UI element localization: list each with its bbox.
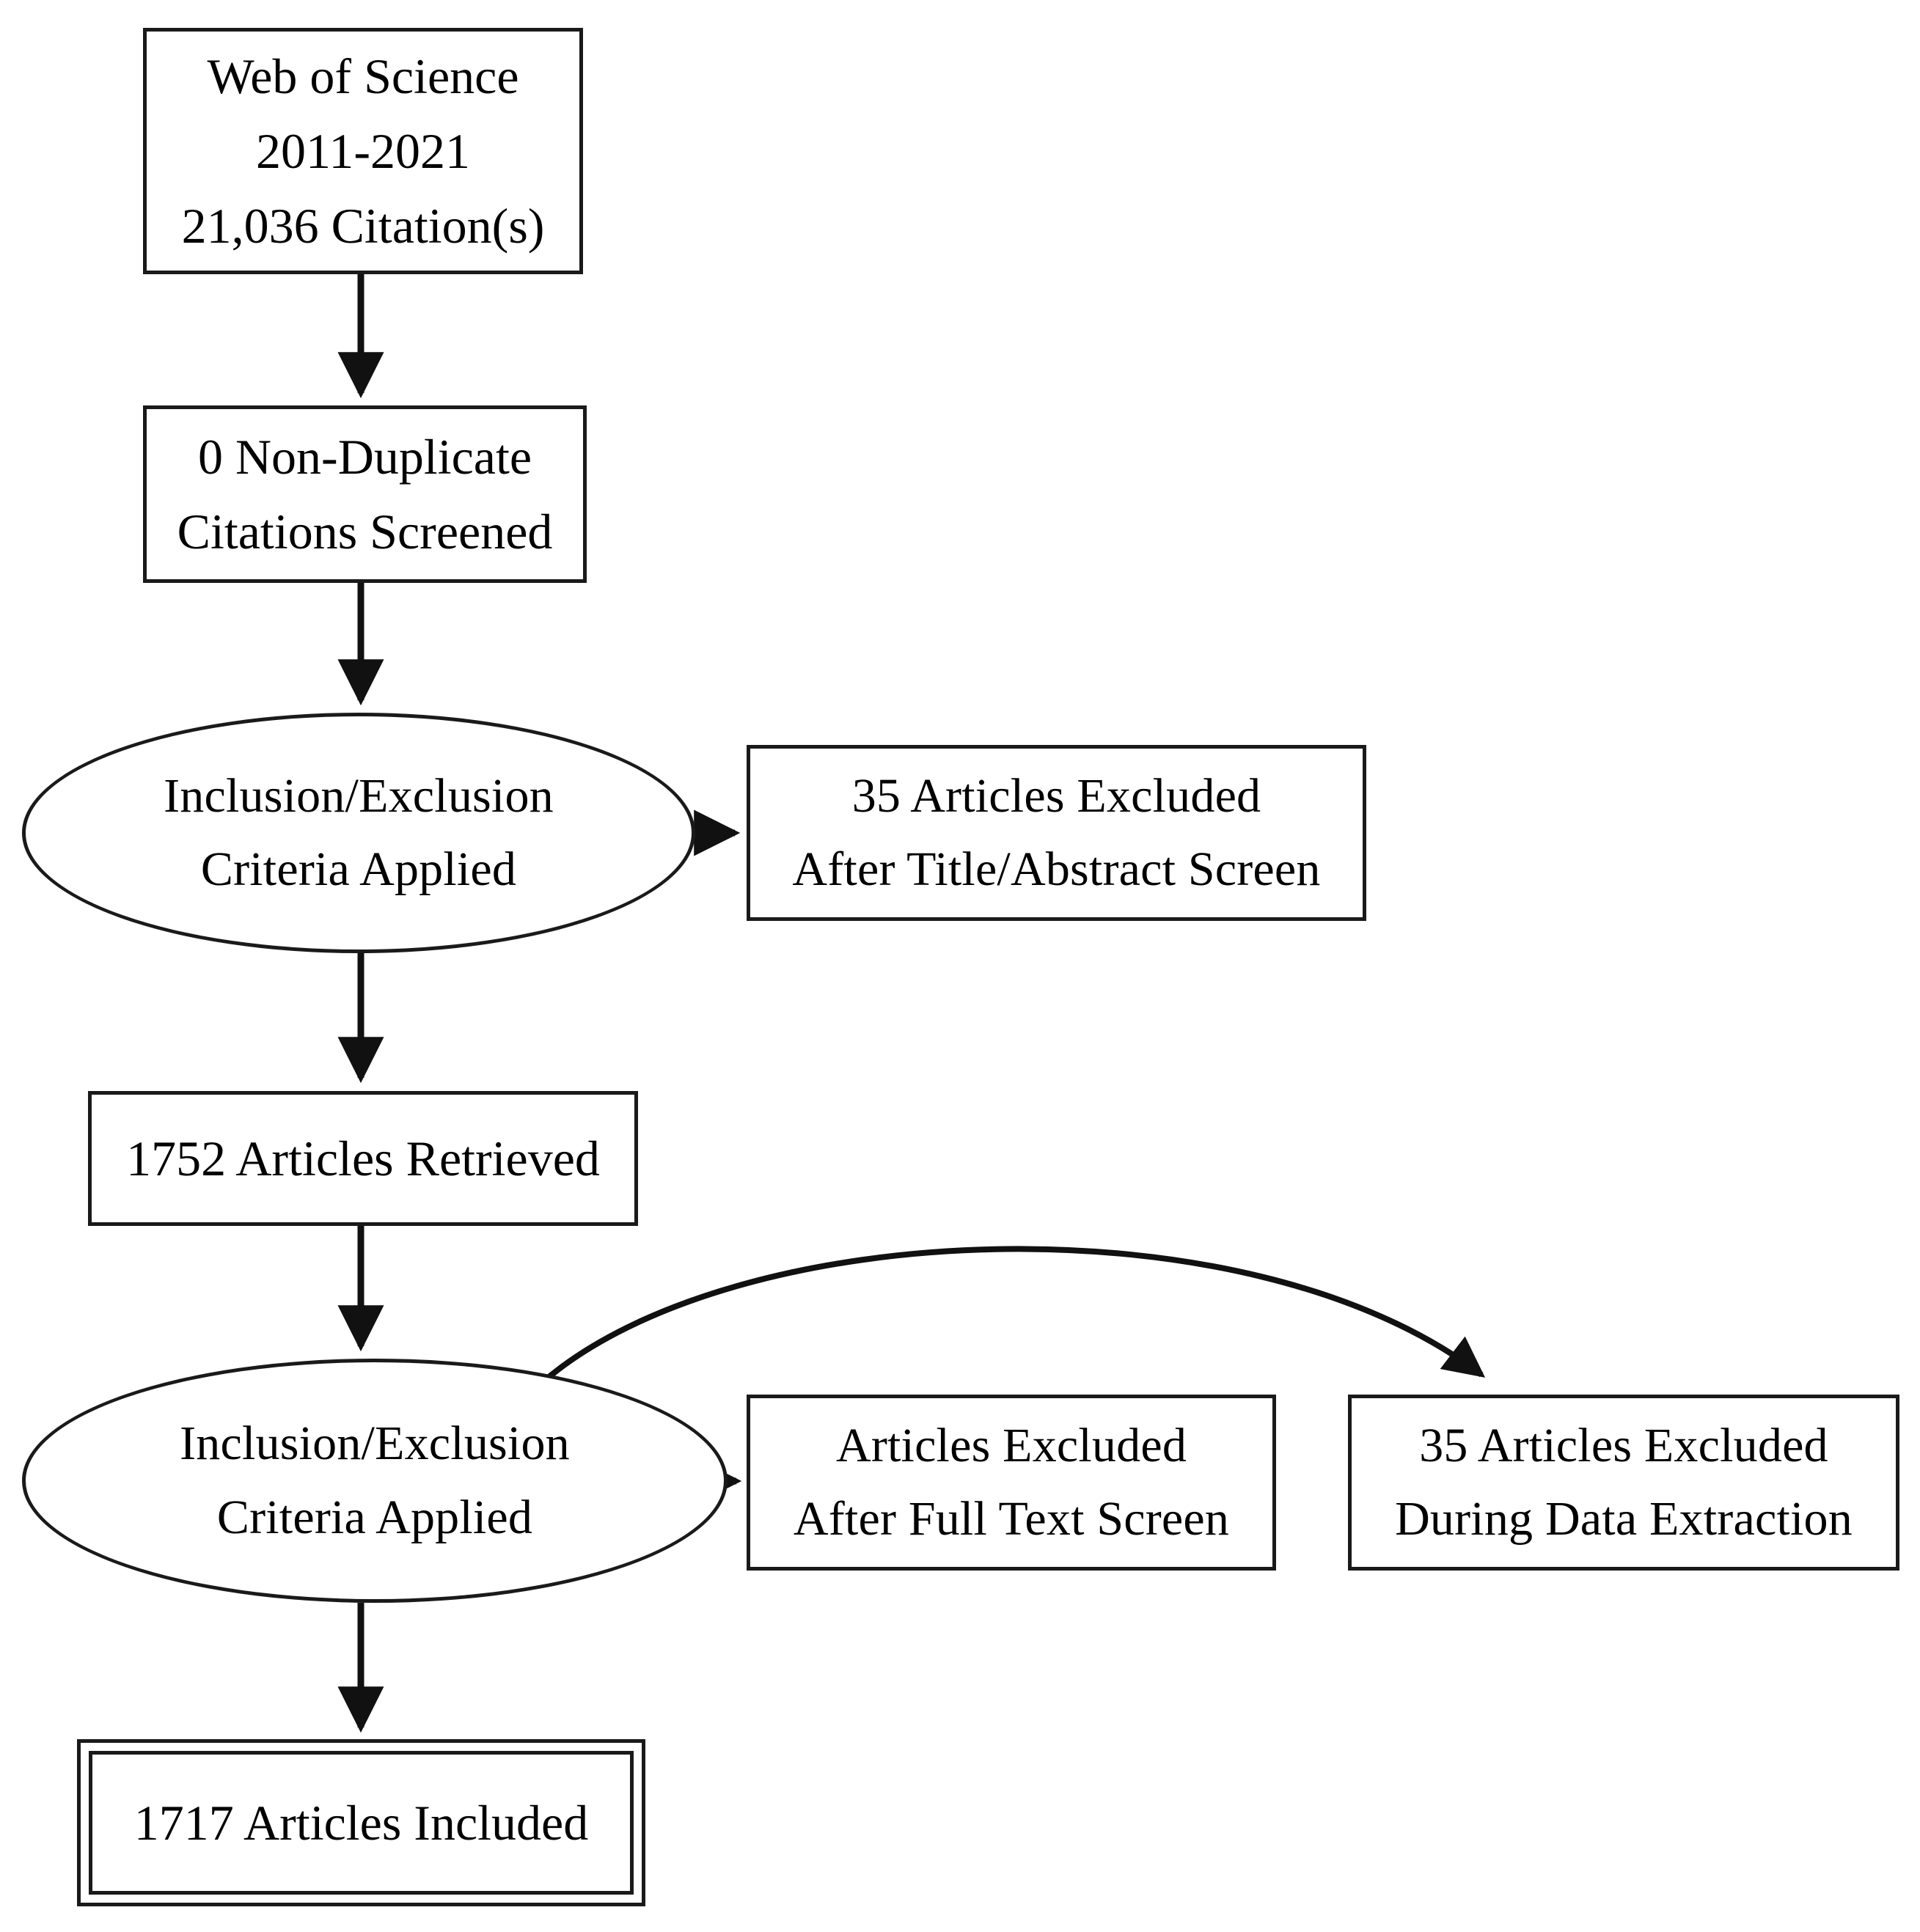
node-source-line-3: 21,036 Citation(s)	[181, 198, 545, 254]
node-criteria-2-line-1: Inclusion/Exclusion	[180, 1417, 570, 1471]
node-retrieved[interactable]: 1752 Articles Retrieved	[88, 1091, 638, 1226]
node-source[interactable]: Web of Science 2011-2021 21,036 Citation…	[143, 28, 583, 274]
node-excluded-full-text-line-2: After Full Text Screen	[793, 1492, 1230, 1546]
node-included-line-1: 1717 Articles Included	[133, 1795, 589, 1851]
node-criteria-2-line-2: Criteria Applied	[216, 1490, 533, 1544]
node-excluded-title-abstract[interactable]: 35 Articles Excluded After Title/Abstrac…	[747, 745, 1366, 921]
node-excluded-full-text[interactable]: Articles Excluded After Full Text Screen	[747, 1395, 1276, 1571]
node-source-line-1: Web of Science	[207, 48, 519, 104]
node-criteria-1-line-1: Inclusion/Exclusion	[164, 768, 554, 823]
node-screened-line-2: Citations Screened	[177, 504, 553, 559]
node-included[interactable]: 1717 Articles Included	[77, 1739, 645, 1906]
node-source-line-2: 2011-2021	[255, 123, 471, 179]
node-retrieved-line-1: 1752 Articles Retrieved	[126, 1131, 600, 1186]
edge-criteria2-to-excluded-data-extraction	[541, 1246, 1486, 1385]
node-excluded-data-extraction-line-1: 35 Articles Excluded	[1419, 1418, 1828, 1472]
node-criteria-applied-2[interactable]: Inclusion/Exclusion Criteria Applied	[22, 1359, 728, 1603]
node-excluded-data-extraction[interactable]: 35 Articles Excluded During Data Extract…	[1348, 1395, 1899, 1571]
node-excluded-full-text-line-1: Articles Excluded	[835, 1418, 1187, 1472]
node-criteria-applied-1[interactable]: Inclusion/Exclusion Criteria Applied	[22, 713, 695, 953]
node-excluded-title-abstract-line-2: After Title/Abstract Screen	[792, 842, 1321, 896]
node-excluded-title-abstract-line-1: 35 Articles Excluded	[851, 768, 1261, 823]
node-criteria-1-line-2: Criteria Applied	[200, 842, 517, 896]
node-included-inner-frame: 1717 Articles Included	[89, 1751, 634, 1895]
node-screened-line-1: 0 Non-Duplicate	[197, 429, 532, 485]
node-excluded-data-extraction-line-2: During Data Extraction	[1395, 1492, 1853, 1546]
node-screened[interactable]: 0 Non-Duplicate Citations Screened	[143, 405, 587, 583]
